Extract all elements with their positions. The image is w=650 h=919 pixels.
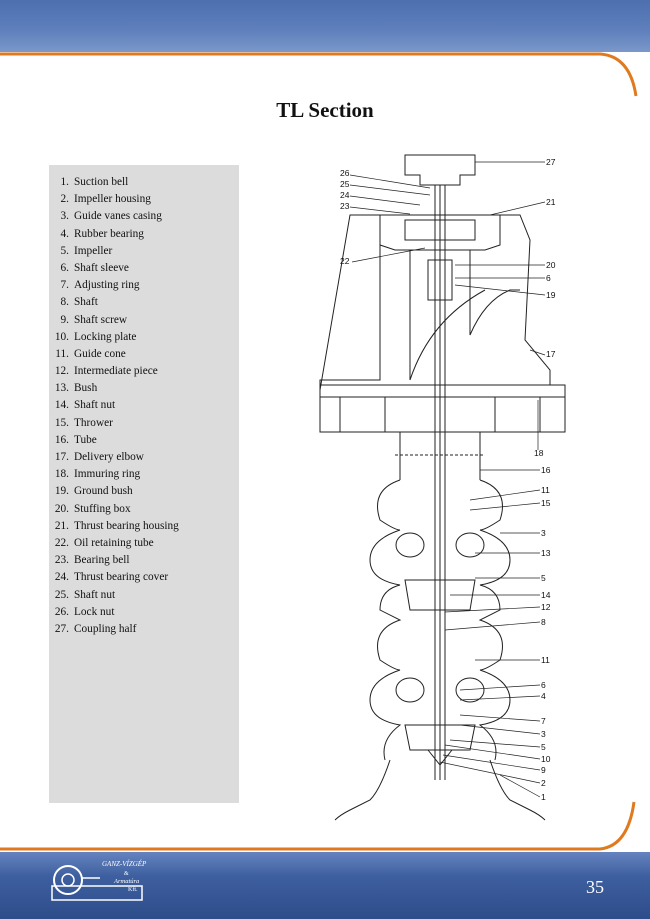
- legend-item-label: Guide cone: [74, 347, 126, 360]
- legend-item-label: Stuffing box: [74, 502, 131, 515]
- callout-6: 6: [546, 273, 551, 283]
- legend-item-label: Delivery elbow: [74, 451, 144, 463]
- callout-10: 10: [541, 754, 551, 764]
- legend-item-label: Shaft screw: [74, 313, 128, 326]
- callout-7: 7: [541, 716, 546, 726]
- legend-item-label: Shaft: [74, 296, 98, 309]
- legend-item-number: 6.: [60, 261, 69, 274]
- legend-item-label: Guide vanes casing: [74, 210, 162, 223]
- callout-9: 9: [541, 765, 546, 775]
- logo-text-3: Armatúra: [113, 878, 139, 885]
- callout-11: 11: [541, 485, 550, 495]
- callout-5b: 5: [541, 742, 546, 752]
- callout-4: 4: [541, 691, 546, 701]
- legend-item-number: 8.: [60, 296, 69, 309]
- legend-item-label: Tube: [74, 433, 97, 446]
- legend-item-number: 23.: [54, 554, 69, 567]
- callout-11b: 11: [541, 655, 550, 665]
- legend-item-number: 2.: [60, 193, 69, 206]
- legend-item-label: Lock nut: [74, 605, 115, 618]
- legend-item-label: Ground bush: [74, 485, 133, 498]
- legend-item-number: 24.: [54, 571, 69, 584]
- company-logo: GANZ-VÍZGÉP & Armatúra Kft.: [51, 860, 147, 901]
- legend-item-number: 25.: [54, 588, 69, 601]
- legend-item-label: Impeller housing: [74, 193, 151, 206]
- callout-25: 25: [340, 179, 350, 189]
- legend-item-number: 17.: [54, 451, 69, 463]
- legend-item-number: 9.: [60, 313, 69, 326]
- callout-17: 17: [546, 349, 556, 359]
- callout-22: 22: [340, 256, 350, 266]
- parts-legend: 1. Suction bell 2. Impeller housing 3. Guide …: [49, 165, 239, 803]
- legend-item-number: 19.: [54, 485, 69, 498]
- legend-item-label: Suction bell: [74, 176, 129, 188]
- legend-item-label: Adjusting ring: [74, 279, 140, 292]
- legend-item-label: Oil retaining tube: [74, 536, 154, 549]
- legend-item-label: Immuring ring: [74, 468, 141, 481]
- legend-item-label: Bush: [74, 382, 98, 395]
- legend-item-number: 14.: [54, 399, 69, 412]
- legend-item-number: 3.: [60, 210, 69, 223]
- callout-19: 19: [546, 290, 556, 300]
- header-band: [0, 0, 650, 56]
- legend-item-number: 16.: [54, 433, 69, 446]
- callout-3b: 3: [541, 729, 546, 739]
- legend-item-label: Locking plate: [74, 330, 137, 343]
- legend-item-label: Shaft nut: [74, 399, 116, 412]
- legend-item-label: Shaft sleeve: [74, 261, 129, 274]
- legend-item-label: Shaft nut: [74, 588, 116, 601]
- legend-item-number: 7.: [60, 279, 69, 292]
- legend-item-number: 26.: [54, 605, 69, 618]
- legend-item-label: Impeller: [74, 244, 113, 257]
- callout-8: 8: [541, 617, 546, 627]
- callout-5: 5: [541, 573, 546, 583]
- callout-14: 14: [541, 590, 551, 600]
- callout-15: 15: [541, 498, 551, 508]
- pump-section-drawing: 26 25 24 23 22 27 21 20 6 19 17 18 16 11…: [319, 154, 566, 821]
- legend-item-number: 22.: [54, 536, 69, 549]
- legend-item-number: 13.: [54, 382, 69, 395]
- callout-26: 26: [340, 168, 350, 178]
- callout-24: 24: [340, 190, 350, 200]
- legend-item-label: Thrust bearing housing: [74, 519, 179, 532]
- legend-item-number: 1.: [60, 176, 69, 188]
- logo-text-2: &: [124, 871, 129, 877]
- callout-2: 2: [541, 778, 546, 788]
- callout-16: 16: [541, 465, 551, 475]
- legend-item-label: Thrower: [74, 416, 113, 429]
- logo-text-1: GANZ-VÍZGÉP: [102, 860, 147, 868]
- callout-27: 27: [546, 157, 556, 167]
- callout-18: 18: [534, 448, 544, 458]
- callout-23: 23: [340, 201, 350, 211]
- legend-item-label: Intermediate piece: [74, 365, 158, 378]
- logo-text-4: Kft.: [128, 886, 138, 893]
- legend-item-label: Bearing bell: [74, 554, 130, 567]
- legend-item-number: 4.: [60, 227, 69, 240]
- page-number: 35: [586, 877, 604, 897]
- callout-20: 20: [546, 260, 556, 270]
- page-title: TL Section: [276, 98, 374, 122]
- legend-item-number: 10.: [54, 330, 69, 343]
- footer-band: [0, 848, 650, 919]
- legend-item-number: 12.: [54, 365, 69, 378]
- legend-item-number: 11.: [55, 347, 69, 360]
- legend-item-label: Thrust bearing cover: [74, 571, 169, 584]
- callout-21: 21: [546, 197, 556, 207]
- legend-item-number: 21.: [54, 519, 69, 532]
- callout-12: 12: [541, 602, 551, 612]
- legend-item-number: 20.: [54, 502, 69, 515]
- legend-item-number: 5.: [60, 244, 69, 257]
- callout-1: 1: [541, 792, 546, 802]
- callout-3: 3: [541, 528, 546, 538]
- legend-item-number: 18.: [54, 468, 69, 481]
- legend-item-number: 27.: [54, 622, 69, 635]
- legend-item-label: Coupling half: [74, 622, 137, 635]
- legend-item-number: 15.: [54, 416, 69, 429]
- legend-item-label: Rubber bearing: [74, 227, 144, 240]
- callout-6b: 6: [541, 680, 546, 690]
- callout-13: 13: [541, 548, 551, 558]
